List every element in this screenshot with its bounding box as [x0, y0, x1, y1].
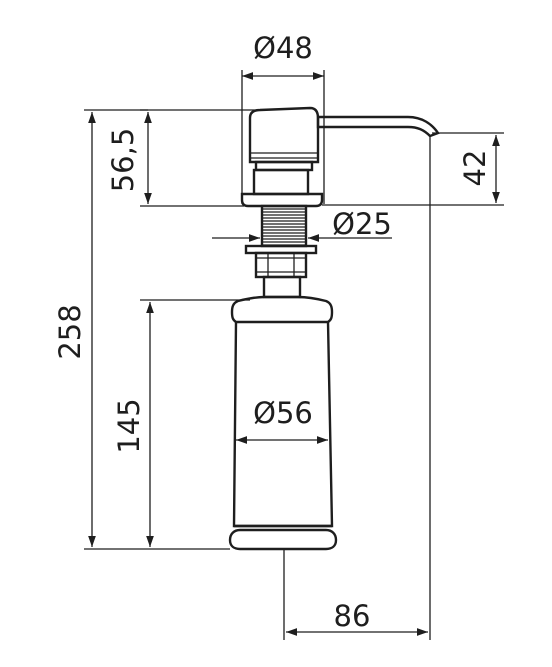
dim-spout-height: 56,5	[106, 109, 258, 207]
head-cap	[248, 106, 320, 164]
label-spout-height: 56,5	[106, 128, 140, 193]
nut	[254, 251, 308, 279]
dim-spout-reach: 86	[283, 136, 431, 640]
flange	[240, 192, 324, 208]
dim-bottle-height: 145	[112, 299, 250, 547]
dim-spout-drop: 42	[322, 132, 504, 206]
label-bottle-diameter: Ø56	[253, 396, 313, 430]
bottle-shoulder	[230, 295, 334, 324]
bottle-neck	[262, 275, 302, 299]
label-head-diameter: Ø48	[253, 31, 313, 65]
dim-head-diameter: Ø48	[241, 31, 325, 204]
dim-thread-diameter: Ø25	[212, 207, 392, 242]
bottle-base	[228, 528, 338, 551]
label-total-height: 258	[53, 304, 87, 359]
pump-head	[240, 106, 440, 208]
label-bottle-height: 145	[112, 398, 146, 453]
thread-section	[244, 204, 318, 299]
bottle	[228, 295, 338, 551]
dim-total-height: 258	[53, 109, 230, 550]
dim-bottle-diameter: Ø56	[236, 396, 328, 444]
label-spout-drop: 42	[458, 150, 492, 187]
label-spout-reach: 86	[334, 599, 371, 633]
label-thread-diameter: Ø25	[332, 207, 392, 241]
spout	[316, 115, 440, 138]
neck	[252, 168, 310, 196]
